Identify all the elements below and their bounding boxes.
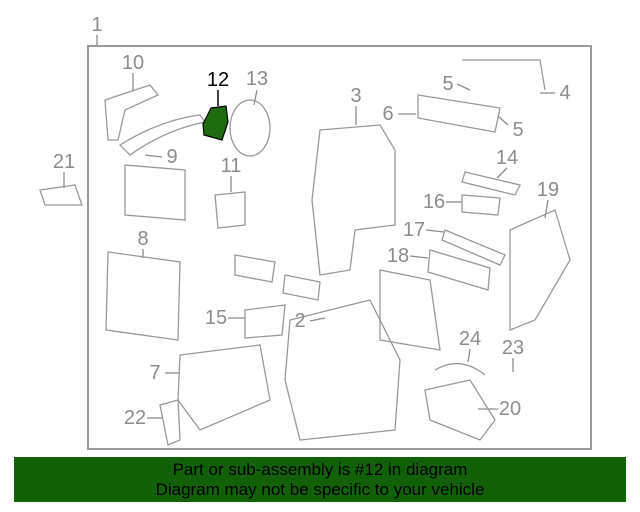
callout-1: 1 (91, 14, 103, 36)
callout-11: 11 (220, 155, 242, 177)
callout-13: 13 (245, 68, 269, 90)
diagram-frame (87, 45, 592, 450)
callout-12[interactable]: 12 (206, 69, 230, 91)
callout-15: 15 (204, 307, 228, 329)
parts-diagram: 1 10 12 13 3 5 5 4 6 21 9 11 14 16 19 17… (39, 14, 592, 450)
banner-line-1: Part or sub-assembly is #12 in diagram (172, 460, 468, 479)
callout-9: 9 (166, 146, 178, 168)
callout-23: 23 (501, 337, 525, 359)
callout-14: 14 (495, 147, 519, 169)
highlighted-part-12 (202, 90, 229, 141)
callout-22: 22 (123, 407, 147, 429)
callout-2: 2 (294, 310, 306, 332)
leader-lines (63, 73, 555, 419)
parts-illustration (39, 35, 571, 446)
callout-4: 4 (559, 82, 571, 104)
callout-20: 20 (498, 398, 522, 420)
callout-16: 16 (422, 191, 446, 213)
callout-24: 24 (458, 328, 482, 350)
callout-7: 7 (149, 362, 161, 384)
callout-17: 17 (402, 219, 426, 241)
callout-19: 19 (536, 179, 560, 201)
banner-line-2: Diagram may not be specific to your vehi… (155, 480, 485, 499)
callout-3: 3 (350, 85, 362, 107)
callout-10: 10 (121, 52, 145, 74)
callout-18: 18 (386, 245, 410, 267)
callout-21: 21 (52, 151, 76, 173)
callout-5: 5 (442, 73, 454, 95)
part-outlines (39, 59, 571, 446)
callout-5b: 5 (512, 119, 524, 141)
part-info-banner: Part or sub-assembly is #12 in diagram D… (14, 457, 626, 502)
callout-8: 8 (137, 228, 149, 250)
callout-6: 6 (382, 103, 394, 125)
